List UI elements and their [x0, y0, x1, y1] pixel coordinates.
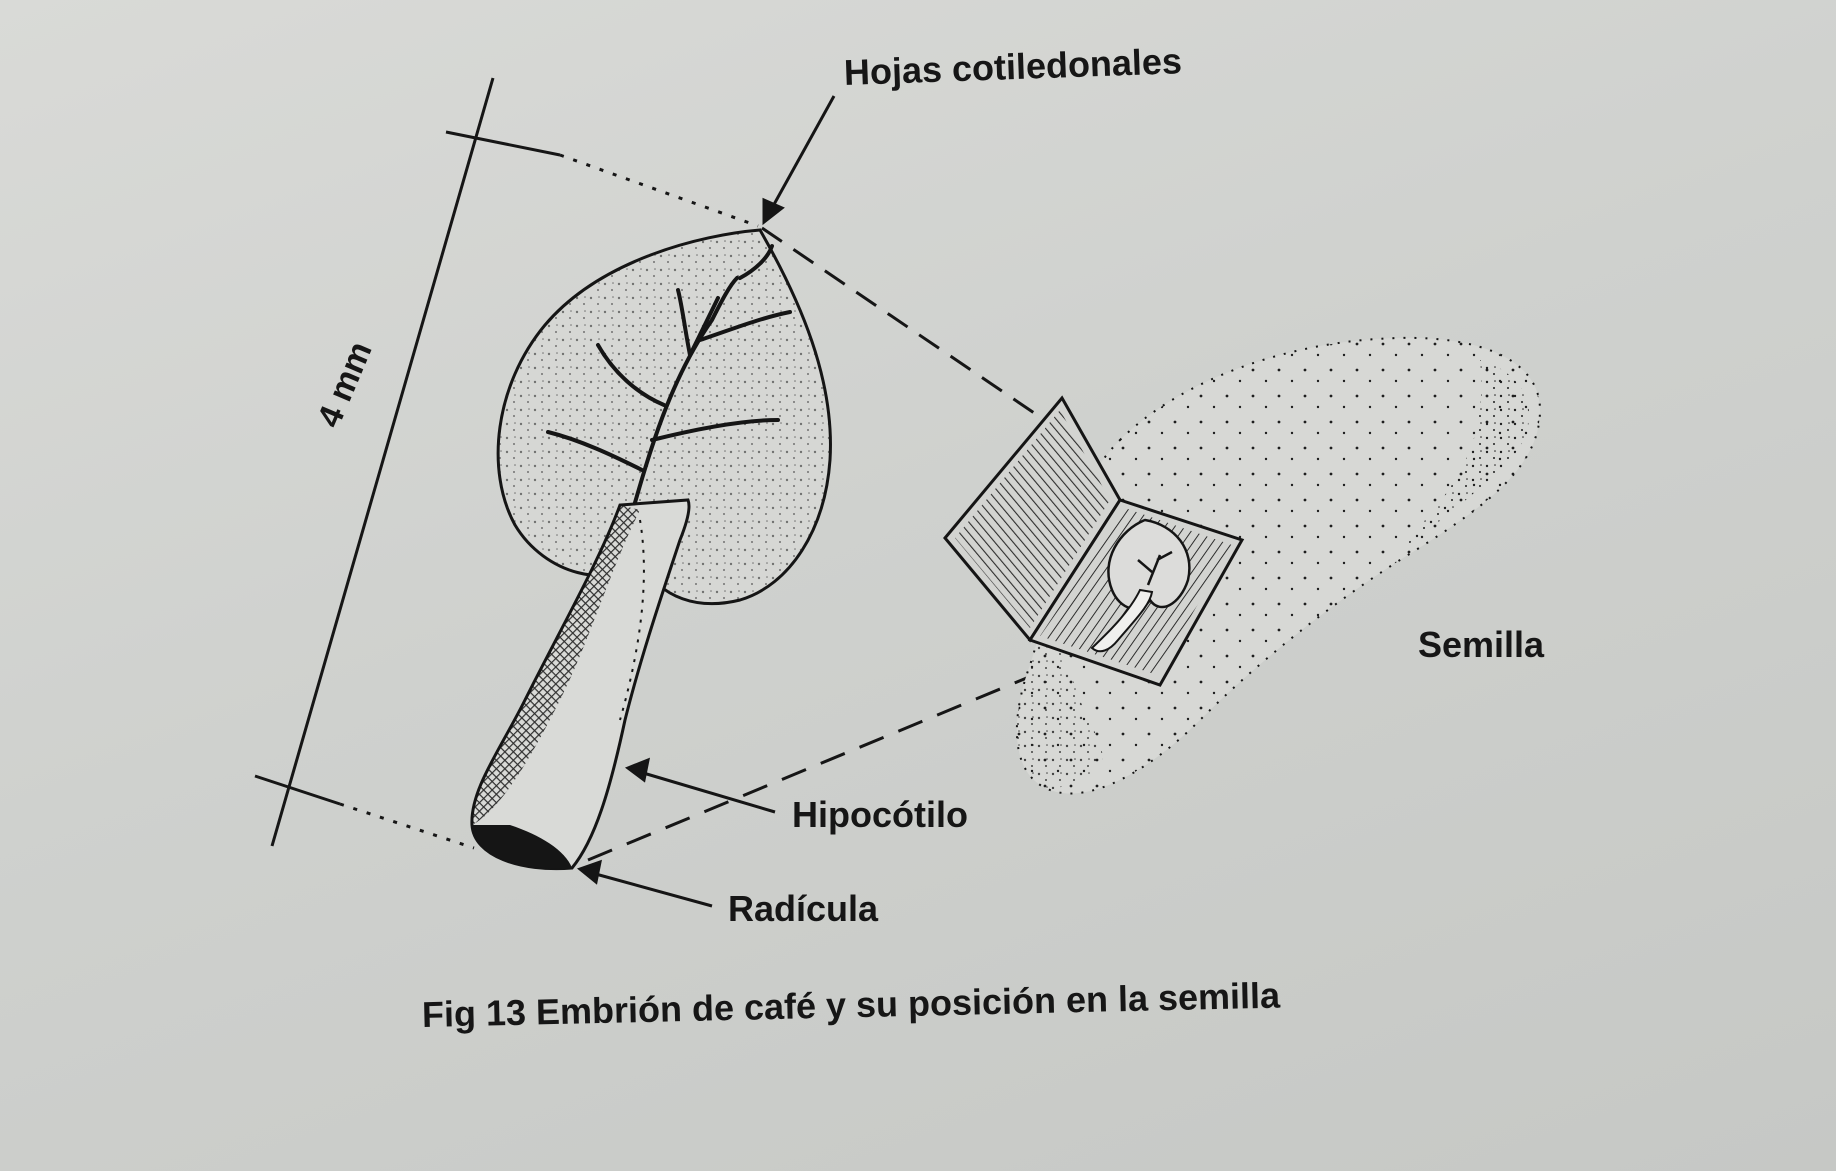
leader-lines — [576, 95, 836, 908]
scale-bar — [254, 77, 561, 847]
cotyledon-leaves — [496, 228, 832, 606]
seed-cutaway — [943, 395, 1245, 687]
label-seed: Semilla — [1418, 624, 1545, 665]
label-hypocotyl: Hipocótilo — [792, 794, 968, 835]
hypocotyl — [470, 498, 691, 871]
label-radicle: Radícula — [728, 888, 879, 929]
